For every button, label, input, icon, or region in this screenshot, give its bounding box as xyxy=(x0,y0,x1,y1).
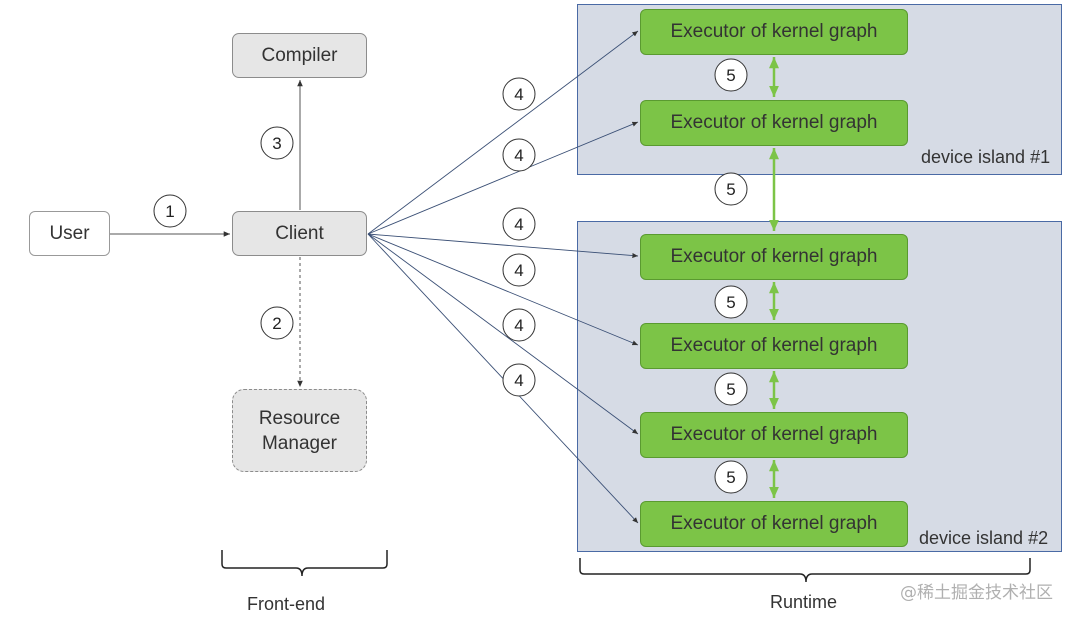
executor-node: Executor of kernel graph xyxy=(640,100,908,146)
step-4-badge: 4 xyxy=(502,363,536,397)
step-2-badge: 2 xyxy=(260,306,294,340)
step-5-badge: 5 xyxy=(714,460,748,494)
step-4-label: 4 xyxy=(514,261,523,280)
executor-node: Executor of kernel graph xyxy=(640,501,908,547)
step-4-badge: 4 xyxy=(502,77,536,111)
step-4-badge: 4 xyxy=(502,253,536,287)
step-4-badge: 4 xyxy=(502,207,536,241)
step-4-label: 4 xyxy=(514,85,523,104)
step-5-label: 5 xyxy=(726,380,735,399)
step-5-label: 5 xyxy=(726,66,735,85)
step-4-label: 4 xyxy=(514,215,523,234)
client-to-executor-1-arrow xyxy=(367,30,639,235)
resource-manager-node: Resource Manager xyxy=(232,389,367,472)
step-4-badge: 4 xyxy=(502,138,536,172)
step-1-badge: 1 xyxy=(153,194,187,228)
client-to-executor-3-arrow xyxy=(367,233,639,259)
step-3-label: 3 xyxy=(272,134,281,153)
step-5-label: 5 xyxy=(726,293,735,312)
runtime-label: Runtime xyxy=(770,592,838,612)
frontend-brace xyxy=(221,550,388,577)
client-to-executor-5-arrow xyxy=(367,233,639,435)
step-3-badge: 3 xyxy=(260,126,294,160)
device-island-2-label: device island #2 xyxy=(919,528,1049,548)
executor-node: Executor of kernel graph xyxy=(640,234,908,280)
client-node: Client xyxy=(232,211,367,256)
step-4-label: 4 xyxy=(514,316,523,335)
watermark-text: @稀土掘金技术社区 xyxy=(900,583,1053,603)
device-island-1-label: device island #1 xyxy=(921,147,1051,167)
compiler-node: Compiler xyxy=(232,33,367,78)
step-5-badge: 5 xyxy=(714,58,748,92)
client-to-executor-4-arrow xyxy=(367,233,639,346)
step-1-label: 1 xyxy=(165,202,174,221)
executor-node: Executor of kernel graph xyxy=(640,323,908,369)
executor-node: Executor of kernel graph xyxy=(640,412,908,458)
client-to-executor-2-arrow xyxy=(367,121,639,235)
step-5-badge: 5 xyxy=(714,172,748,206)
user-node: User xyxy=(29,211,110,256)
step-5-label: 5 xyxy=(726,468,735,487)
step-4-label: 4 xyxy=(514,371,523,390)
step-5-label: 5 xyxy=(726,180,735,199)
step-4-label: 4 xyxy=(514,146,523,165)
step-2-label: 2 xyxy=(272,314,281,333)
runtime-brace xyxy=(579,558,1031,583)
step-5-badge: 5 xyxy=(714,372,748,406)
executor-node: Executor of kernel graph xyxy=(640,9,908,55)
step-4-badge: 4 xyxy=(502,308,536,342)
frontend-label: Front-end xyxy=(247,594,326,614)
step-5-badge: 5 xyxy=(714,285,748,319)
